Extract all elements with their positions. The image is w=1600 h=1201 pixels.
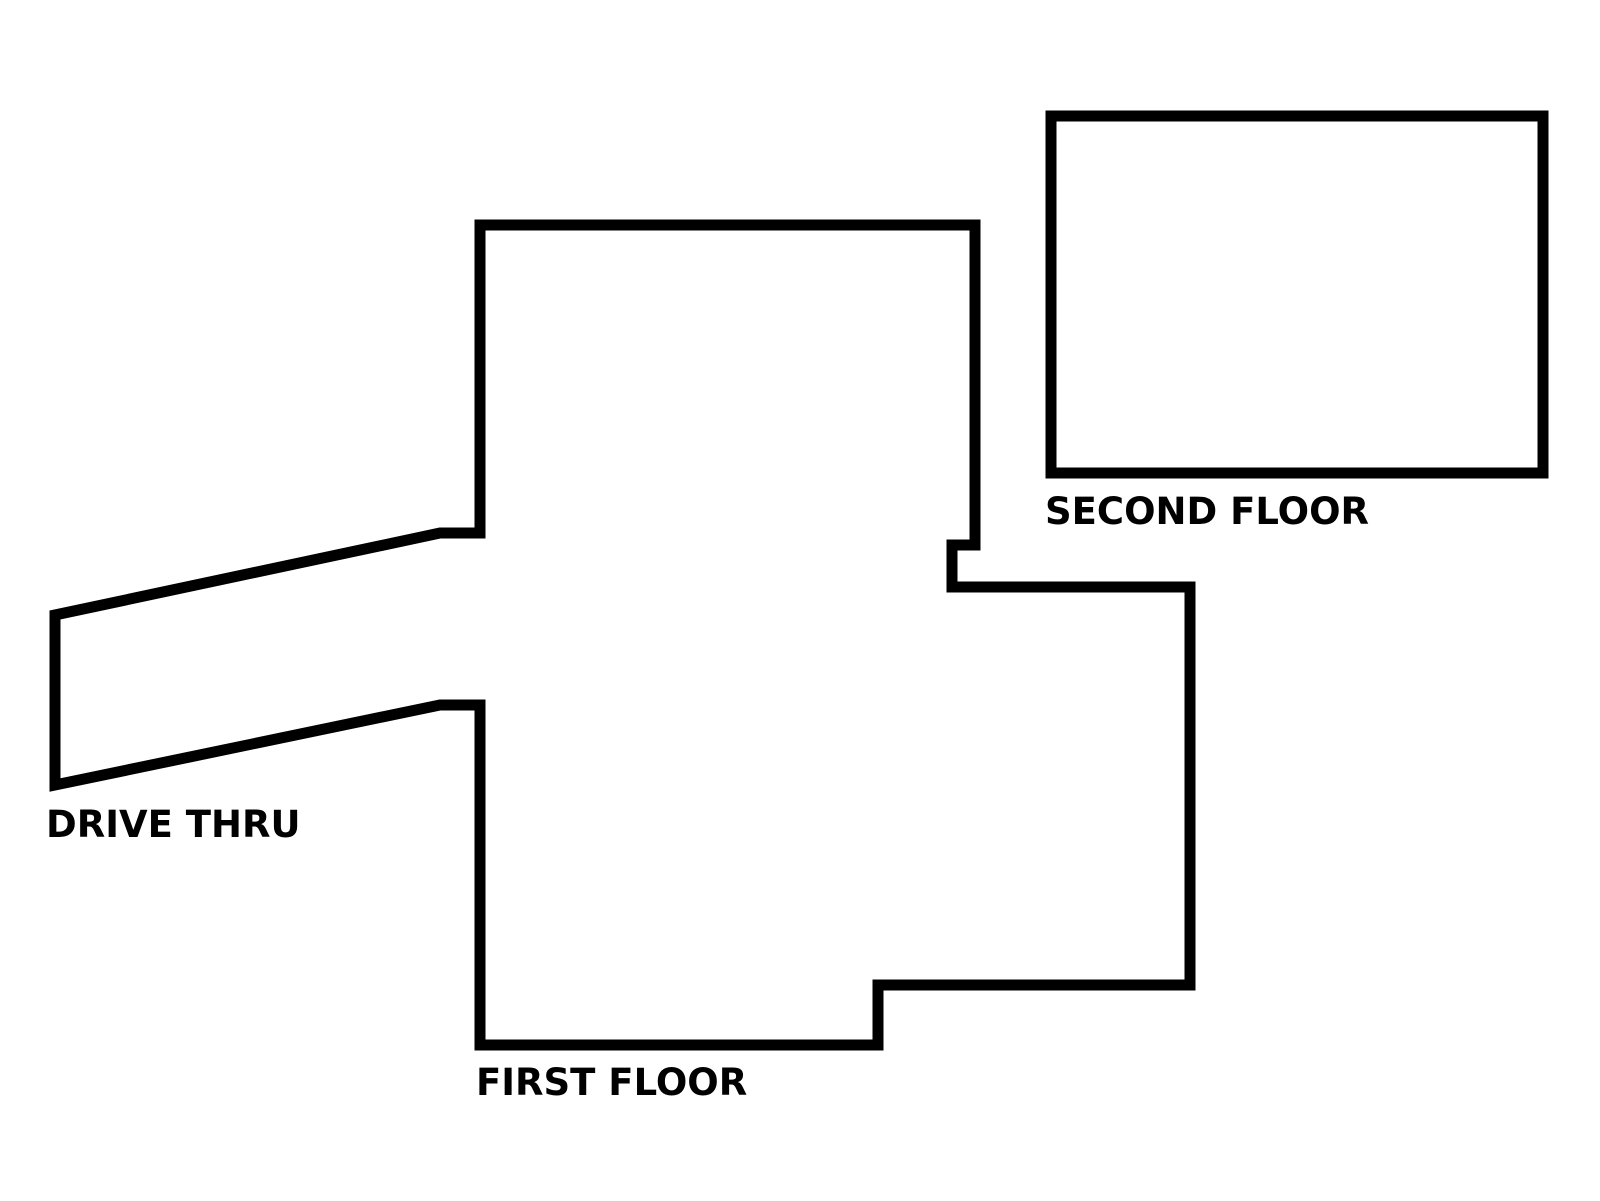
second-floor-outline bbox=[1045, 110, 1549, 479]
drive-thru-label: DRIVE THRU bbox=[46, 803, 301, 846]
first-floor-label: FIRST FLOOR bbox=[476, 1061, 747, 1104]
second-floor-label: SECOND FLOOR bbox=[1045, 490, 1369, 533]
first-floor-outline bbox=[49, 219, 1196, 1051]
